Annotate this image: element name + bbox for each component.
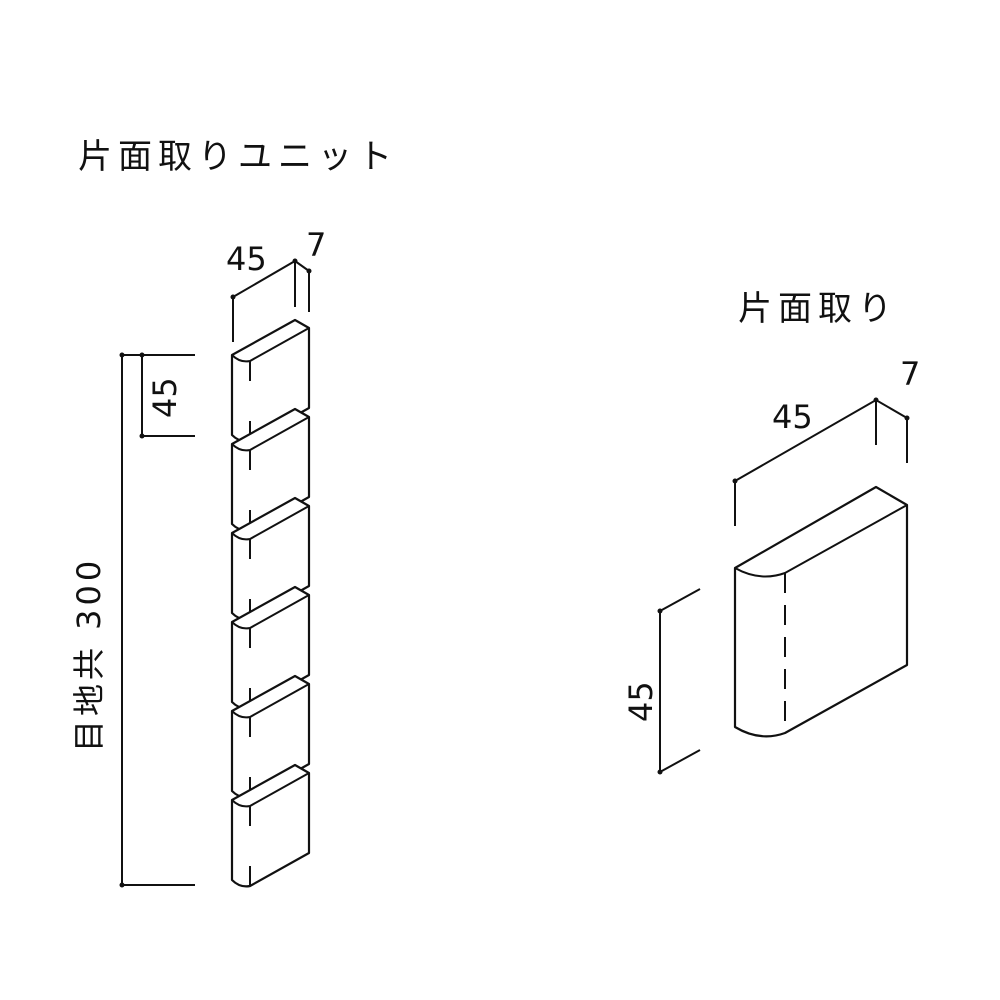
stack-tile <box>230 763 311 888</box>
right-width-label: 45 <box>772 398 813 436</box>
right-top-dimension <box>732 397 910 526</box>
single-tile <box>733 485 909 738</box>
left-total-label: 目地共 300 <box>70 557 108 752</box>
tile-stack <box>230 318 311 888</box>
left-side-dimensions <box>119 352 195 888</box>
right-title: 片面取り <box>738 289 898 329</box>
left-width-label: 45 <box>226 240 267 278</box>
right-thickness-label: 7 <box>900 355 920 393</box>
left-thickness-label: 7 <box>306 226 326 264</box>
left-tile-height-label: 45 <box>146 377 184 418</box>
right-side-dimension <box>657 588 701 775</box>
left-top-dimension <box>230 258 312 342</box>
right-height-label: 45 <box>622 681 660 722</box>
left-title: 片面取りユニット <box>78 137 398 177</box>
